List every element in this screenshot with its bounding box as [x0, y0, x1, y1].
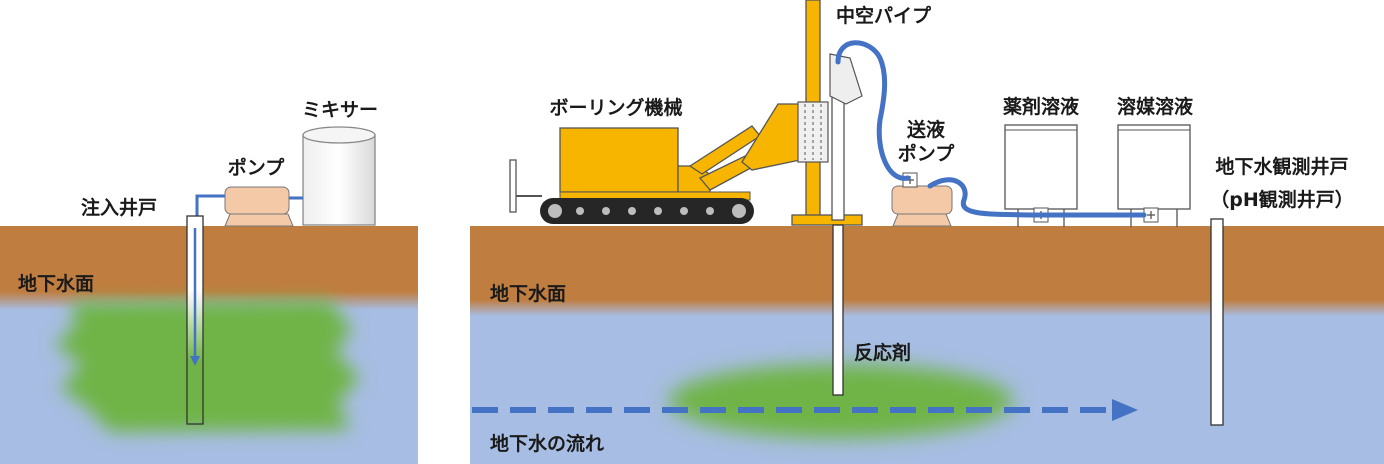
monitoring-well-label-line1: 地下水観測井戸: [1215, 155, 1348, 178]
feed-hose: [927, 177, 1147, 218]
right-soil-layer: [470, 226, 1384, 316]
hollow-pipe-hose: [835, 40, 911, 181]
right-panel: 中空パイプ ボーリング機械 送液 ポンプ 薬剤溶液 溶媒溶液 地下水観測井戸 （…: [470, 0, 1384, 464]
solvent-solution-label: 溶媒溶液: [1117, 95, 1194, 118]
reagent-label: 反応剤: [854, 341, 911, 364]
hollow-pipe: [832, 224, 844, 396]
right-water-table-label: 地下水面: [490, 282, 566, 305]
monitoring-well: [1210, 218, 1224, 426]
injection-well-label: 注入井戸: [81, 196, 157, 219]
feed-pump-label-line2: ポンプ: [898, 142, 955, 165]
boring-machine-label: ボーリング機械: [549, 96, 682, 119]
chemical-solution-tank: [1004, 124, 1078, 227]
groundwater-flow-label: 地下水の流れ: [490, 432, 604, 455]
monitoring-well-label-line2: （pH観測井戸）: [1210, 188, 1354, 211]
left-panel: ミキサー ポンプ 注入井戸 地下水面: [0, 99, 418, 464]
left-water-table-label: 地下水面: [18, 272, 94, 295]
injection-well: [186, 215, 204, 425]
pump: [224, 186, 294, 227]
drill-tower: [791, 0, 863, 226]
feed-pump: [891, 172, 953, 227]
chemical-solution-label: 薬剤溶液: [1002, 95, 1080, 118]
right-contaminant-plume: [669, 364, 1013, 438]
mixer: [302, 126, 376, 226]
crawler-track: [540, 198, 754, 224]
hollow-pipe-label: 中空パイプ: [836, 4, 932, 27]
pump-label: ポンプ: [228, 156, 285, 179]
solvent-solution-tank: [1117, 124, 1191, 227]
feed-pump-label-line1: 送液: [907, 118, 946, 141]
left-soil-layer: [0, 226, 418, 310]
left-contaminant-plume: [55, 300, 360, 432]
groundwater-flow-arrow: [472, 399, 1138, 421]
mixer-label: ミキサー: [302, 99, 378, 121]
boring-machine: [509, 103, 801, 224]
pump-to-well-pipe: [195, 194, 225, 216]
